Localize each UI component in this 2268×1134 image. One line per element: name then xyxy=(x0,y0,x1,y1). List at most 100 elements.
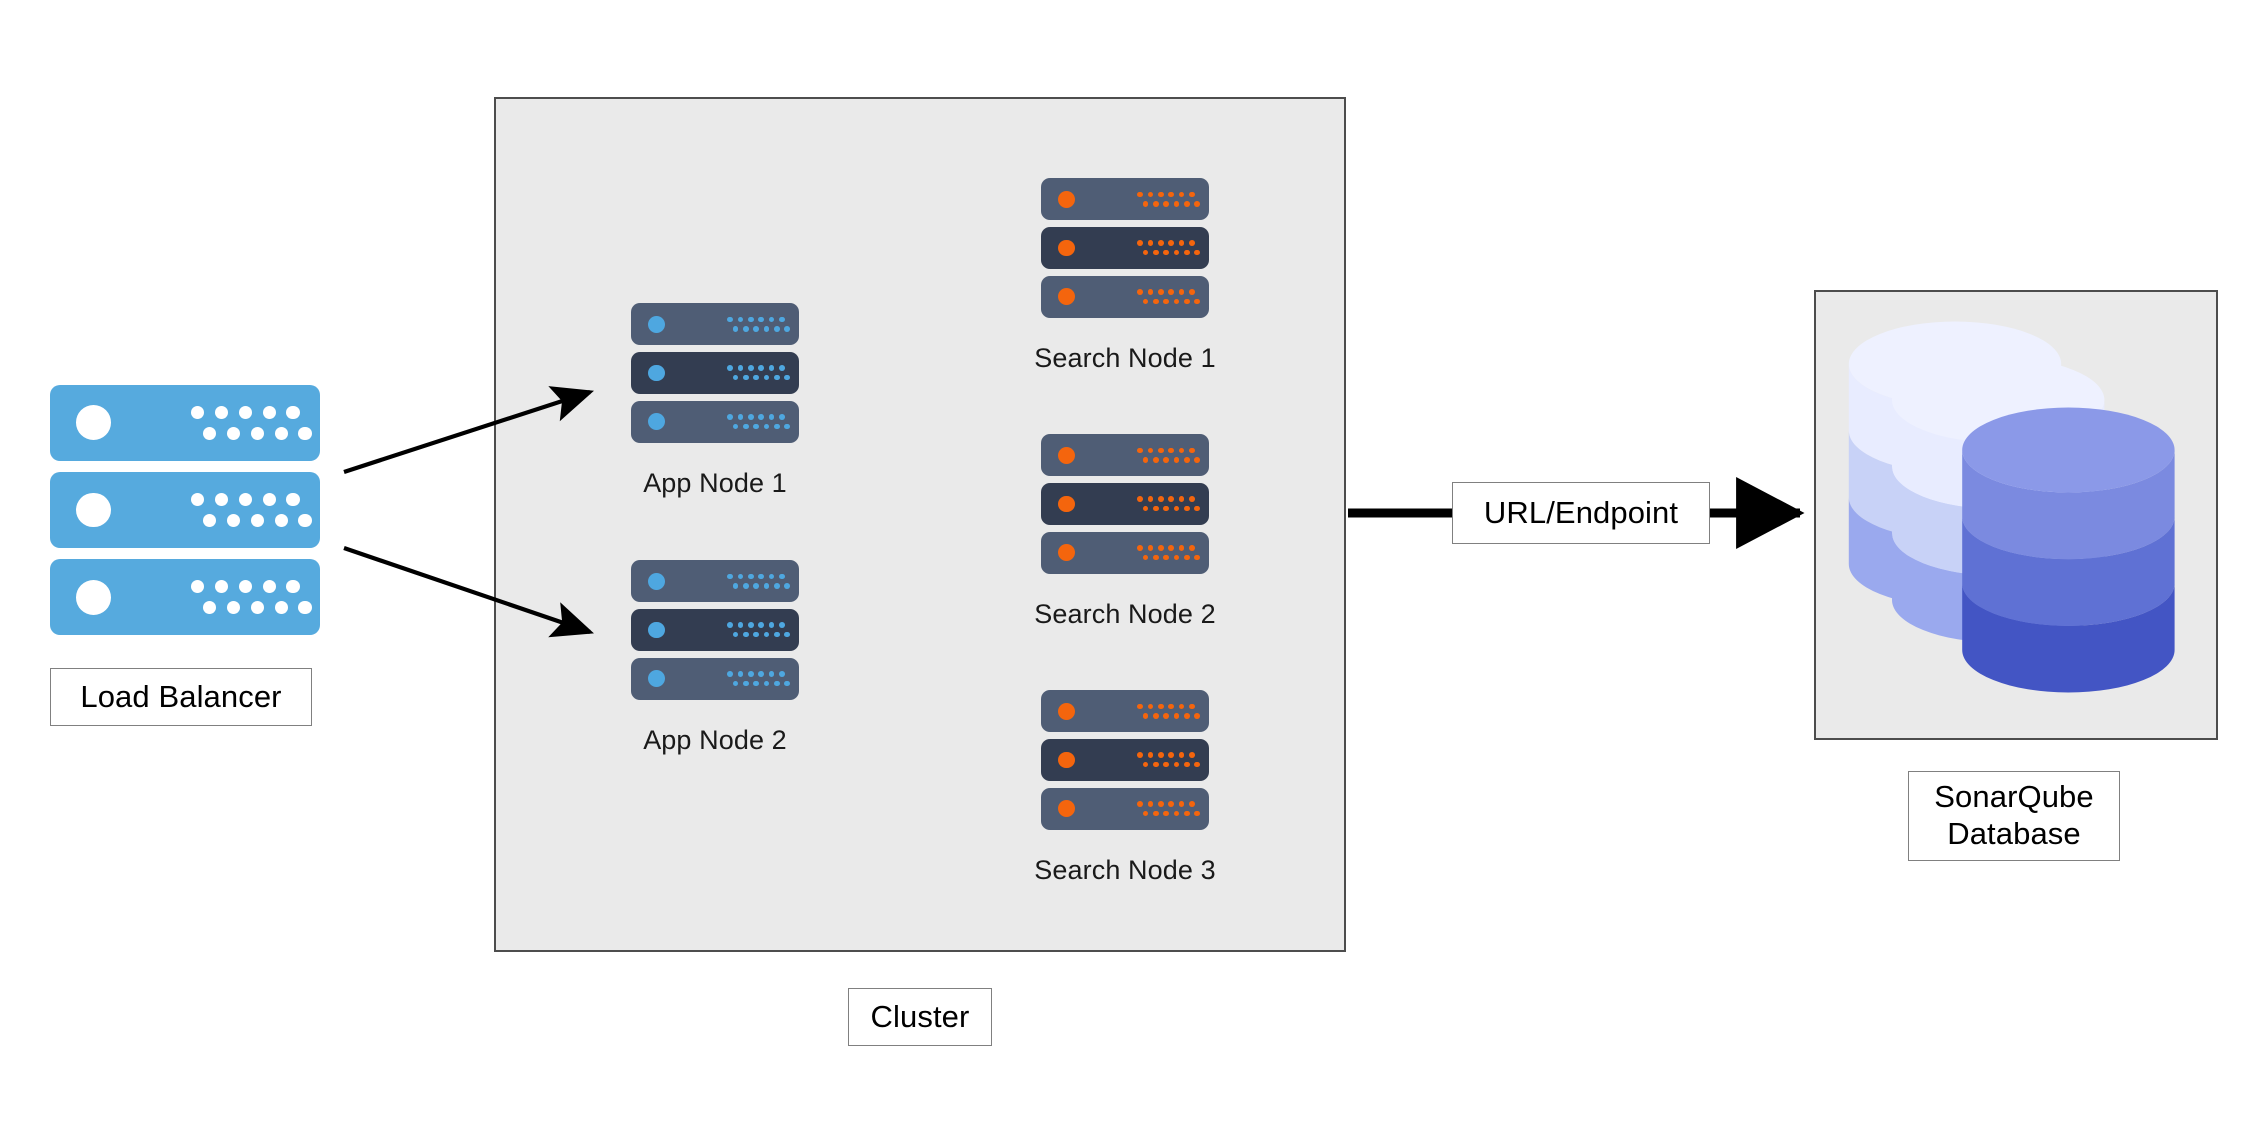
server-vent-dot xyxy=(250,601,264,615)
server-led-icon xyxy=(1057,190,1075,208)
server-vent-dot xyxy=(262,405,276,419)
server-vent-dot xyxy=(1163,201,1169,207)
server-vent-dot xyxy=(1137,801,1144,807)
search-node-3-label: Search Node 3 xyxy=(1034,855,1216,885)
server-vent-dot xyxy=(748,316,754,323)
server-vent-dot xyxy=(1173,554,1180,561)
server-vent-dot xyxy=(1142,505,1149,512)
load-balancer-icon[interactable] xyxy=(50,385,320,635)
server-vent-dot xyxy=(202,601,217,615)
server-vent-dot xyxy=(784,374,790,381)
app-node-1-bar-2 xyxy=(631,351,799,395)
search-node-3-bar-3 xyxy=(1041,787,1209,830)
server-vent-dot xyxy=(1194,201,1200,207)
server-vent-dot xyxy=(1183,810,1190,817)
server-vent-dot xyxy=(1173,249,1180,256)
search-node-3-icon[interactable] xyxy=(1041,690,1209,830)
server-vent-dot xyxy=(768,622,775,629)
server-vent-dot xyxy=(758,573,765,580)
server-vent-dot xyxy=(742,423,749,430)
server-led-icon xyxy=(1057,702,1075,720)
server-vent-dot xyxy=(1142,810,1149,817)
server-vent-dot xyxy=(214,405,229,419)
server-vent-dot xyxy=(784,631,790,638)
server-vent-dot xyxy=(768,365,775,372)
app-node-2-bar-2 xyxy=(631,608,799,652)
server-vent-dot xyxy=(778,316,785,323)
cylinder-band xyxy=(1962,450,2175,560)
server-vent-dot xyxy=(1142,201,1149,207)
server-vent-dot xyxy=(1152,810,1159,817)
search-node-3-bar-1 xyxy=(1041,690,1209,733)
server-vent-dot xyxy=(1142,457,1149,463)
app-node-2-icon[interactable] xyxy=(631,560,799,700)
server-vent-dot xyxy=(1147,752,1154,759)
url-endpoint-label: URL/Endpoint xyxy=(1452,482,1710,544)
server-vent-dot xyxy=(1183,298,1190,305)
server-vent-dot xyxy=(238,579,252,593)
app-node-2-bar-1 xyxy=(631,560,799,603)
server-led-icon xyxy=(1057,800,1075,818)
server-vent-dot xyxy=(298,427,312,441)
server-vent-dot xyxy=(1158,496,1164,503)
server-vent-dot xyxy=(1194,249,1200,256)
server-vent-dot xyxy=(778,414,785,420)
database-cylinder-front xyxy=(1962,407,2175,693)
server-vent-dot xyxy=(274,601,288,615)
server-vent-dot xyxy=(1168,703,1175,710)
server-vent-dot xyxy=(1188,289,1195,295)
search-node-1-icon[interactable] xyxy=(1041,178,1209,318)
server-vent-dot xyxy=(190,492,205,506)
server-vent-dot xyxy=(748,622,754,629)
server-vent-dot xyxy=(768,316,775,323)
server-vent-dot xyxy=(1194,761,1200,768)
server-vent-dot xyxy=(1183,201,1190,207)
search-node-1-label: Search Node 1 xyxy=(1034,343,1216,373)
server-vent-dot xyxy=(1158,289,1164,295)
database-cylinders xyxy=(1848,321,2175,693)
server-vent-dot xyxy=(1137,447,1144,454)
server-vent-dot xyxy=(1163,713,1169,719)
app-node-1-icon[interactable] xyxy=(631,303,799,443)
server-vent-dot xyxy=(1137,191,1144,198)
sonarqube-database-icon[interactable] xyxy=(1838,318,2198,718)
server-vent-dot xyxy=(1168,240,1175,247)
server-vent-dot xyxy=(1142,249,1149,256)
server-vent-dot xyxy=(773,374,780,381)
server-vent-dot xyxy=(226,601,241,615)
server-vent-dot xyxy=(1158,801,1164,807)
search-node-2-icon[interactable] xyxy=(1041,434,1209,574)
server-vent-dot xyxy=(1147,703,1154,710)
server-vent-dot xyxy=(763,423,770,430)
server-vent-dot xyxy=(1147,191,1154,198)
server-vent-dot xyxy=(742,631,749,638)
server-vent-dot xyxy=(727,316,734,323)
load-balancer-label: Load Balancer xyxy=(50,668,312,726)
server-vent-dot xyxy=(753,631,759,638)
server-vent-dot xyxy=(1173,761,1180,768)
server-vent-dot xyxy=(1163,457,1169,463)
server-vent-dot xyxy=(732,680,739,687)
server-vent-dot xyxy=(758,414,765,420)
server-vent-dot xyxy=(727,414,734,420)
server-vent-dot xyxy=(1147,289,1154,295)
server-vent-dot xyxy=(286,405,300,419)
app-node-1-label: App Node 1 xyxy=(643,468,787,498)
server-led-icon xyxy=(75,492,111,528)
server-led-icon xyxy=(647,572,665,590)
server-vent-dot xyxy=(778,622,785,629)
cylinder-band xyxy=(1962,516,2175,626)
server-vent-dot xyxy=(742,583,749,589)
server-vent-dot xyxy=(286,492,300,506)
server-vent-dot xyxy=(742,326,749,332)
server-vent-dot xyxy=(773,583,780,589)
server-vent-dot xyxy=(784,326,790,332)
server-vent-dot xyxy=(1178,801,1185,807)
server-vent-dot xyxy=(1152,249,1159,256)
search-node-2-label: Search Node 2 xyxy=(1034,599,1216,629)
server-vent-dot xyxy=(773,680,780,687)
server-vent-dot xyxy=(1183,249,1190,256)
server-vent-dot xyxy=(1163,249,1169,256)
server-led-icon xyxy=(1057,446,1075,464)
server-led-icon xyxy=(647,670,665,688)
